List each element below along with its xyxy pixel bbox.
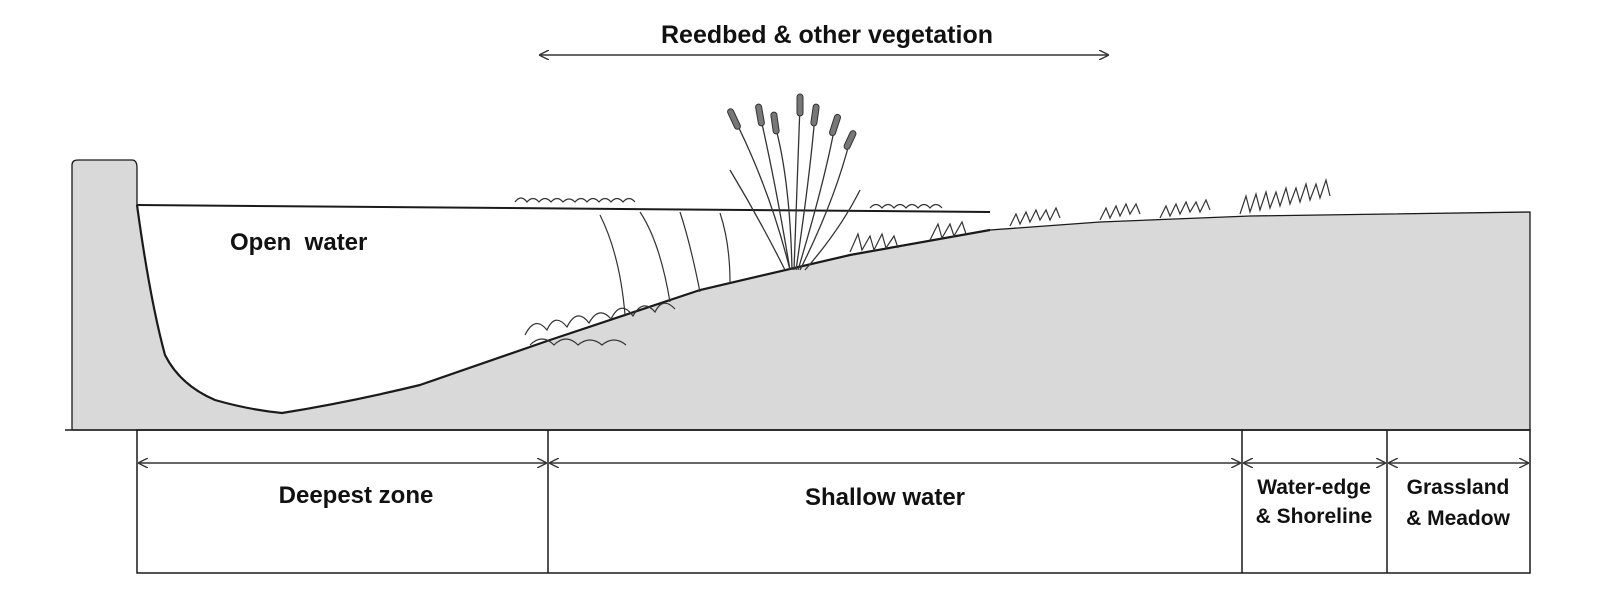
submerged-plants: [524, 211, 731, 346]
ground-profile: [71, 159, 1531, 431]
reeds: [729, 104, 861, 271]
zone-label-deepest: Deepest zone: [279, 482, 434, 509]
bank-outline: [135, 204, 991, 415]
zone-label-water-edge-1: Water-edge: [1257, 476, 1371, 499]
water-surface-line: [136, 204, 991, 213]
open-water-label: Open water: [230, 229, 367, 256]
zone-label-grassland-1: Grassland: [1407, 476, 1510, 499]
zone-label-shallow: Shallow water: [805, 484, 965, 511]
zone-label-grassland-2: & Meadow: [1406, 507, 1511, 530]
reedbed-label: Reedbed & other vegetation: [661, 21, 993, 49]
zone-table: [136, 429, 1531, 574]
shoreline-grass: [849, 177, 1331, 253]
floating-vegetation: [514, 197, 943, 209]
cattail-heads: [727, 93, 857, 150]
zone-label-water-edge-2: & Shoreline: [1256, 505, 1373, 528]
